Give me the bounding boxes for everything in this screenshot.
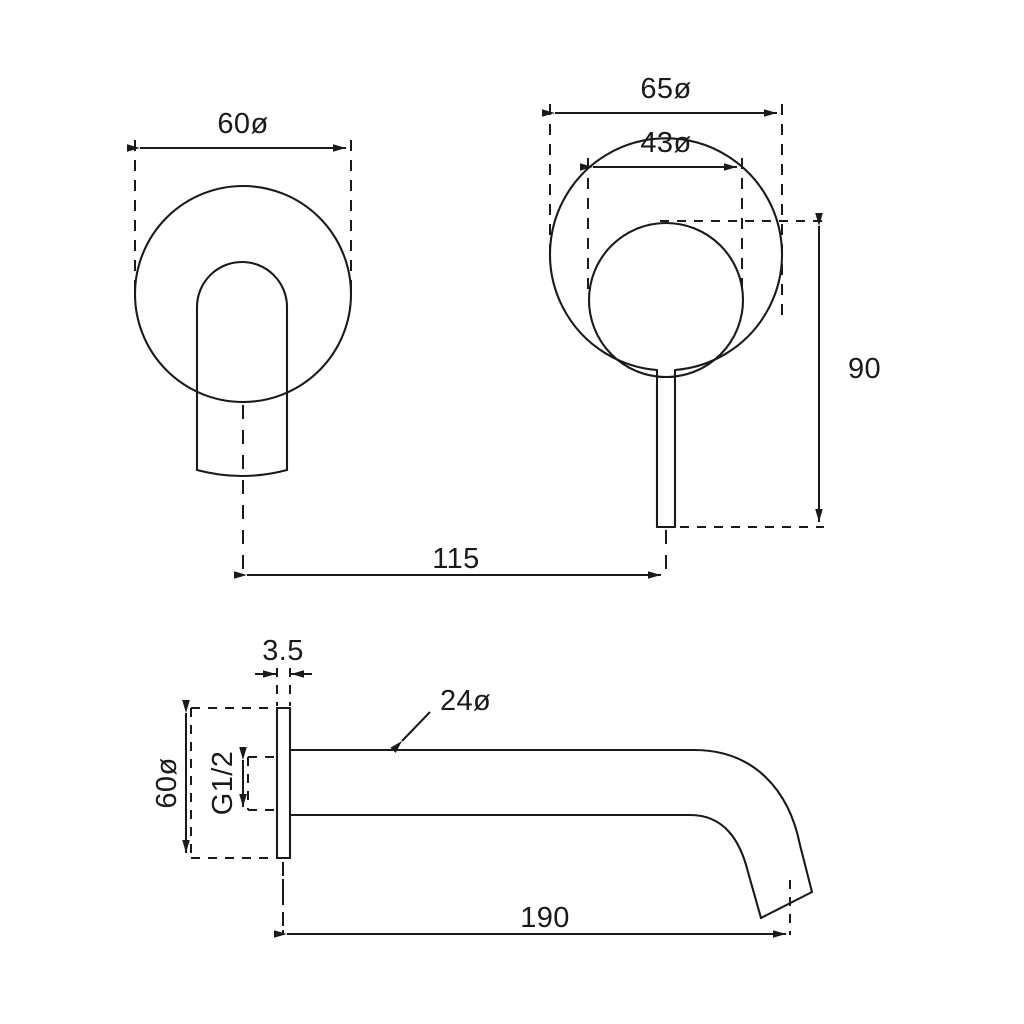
- dimension-label-thread-g12: G1/2: [207, 751, 239, 815]
- dimension-label-height-90: 90: [848, 353, 881, 385]
- side-view-group: 65ø 43ø 90 115: [234, 73, 881, 580]
- spout-tube-lower-outline: [288, 813, 763, 920]
- dimension-label-projection-190: 190: [520, 902, 570, 934]
- spout-tube-leader-line: [390, 711, 431, 753]
- dimension-label-plate-60: 60ø: [217, 108, 268, 140]
- dimension-label-flange-60: 60ø: [151, 757, 183, 808]
- spout-tube-upper-outline: [288, 748, 814, 894]
- front-lever-handle: [195, 260, 289, 472]
- dimension-label-outer-65: 65ø: [640, 73, 691, 105]
- front-lever-handle-bottom-edge: [195, 468, 289, 478]
- dimension-label-thickness-35: 3.5: [262, 635, 304, 667]
- dimension-label-tube-24: 24ø: [440, 685, 491, 717]
- front-view-group: 60ø: [127, 108, 353, 572]
- spout-outlet-face: [759, 890, 814, 920]
- side-inner-body-circle: [587, 221, 745, 379]
- front-escutcheon-circle: [133, 184, 353, 404]
- dimension-label-inner-43: 43ø: [640, 127, 691, 159]
- side-outer-body-outline: [549, 137, 783, 529]
- spout-view-group: 3.5 60ø G1/2 24ø 190: [151, 635, 814, 938]
- dimension-label-projection-115: 115: [432, 543, 479, 575]
